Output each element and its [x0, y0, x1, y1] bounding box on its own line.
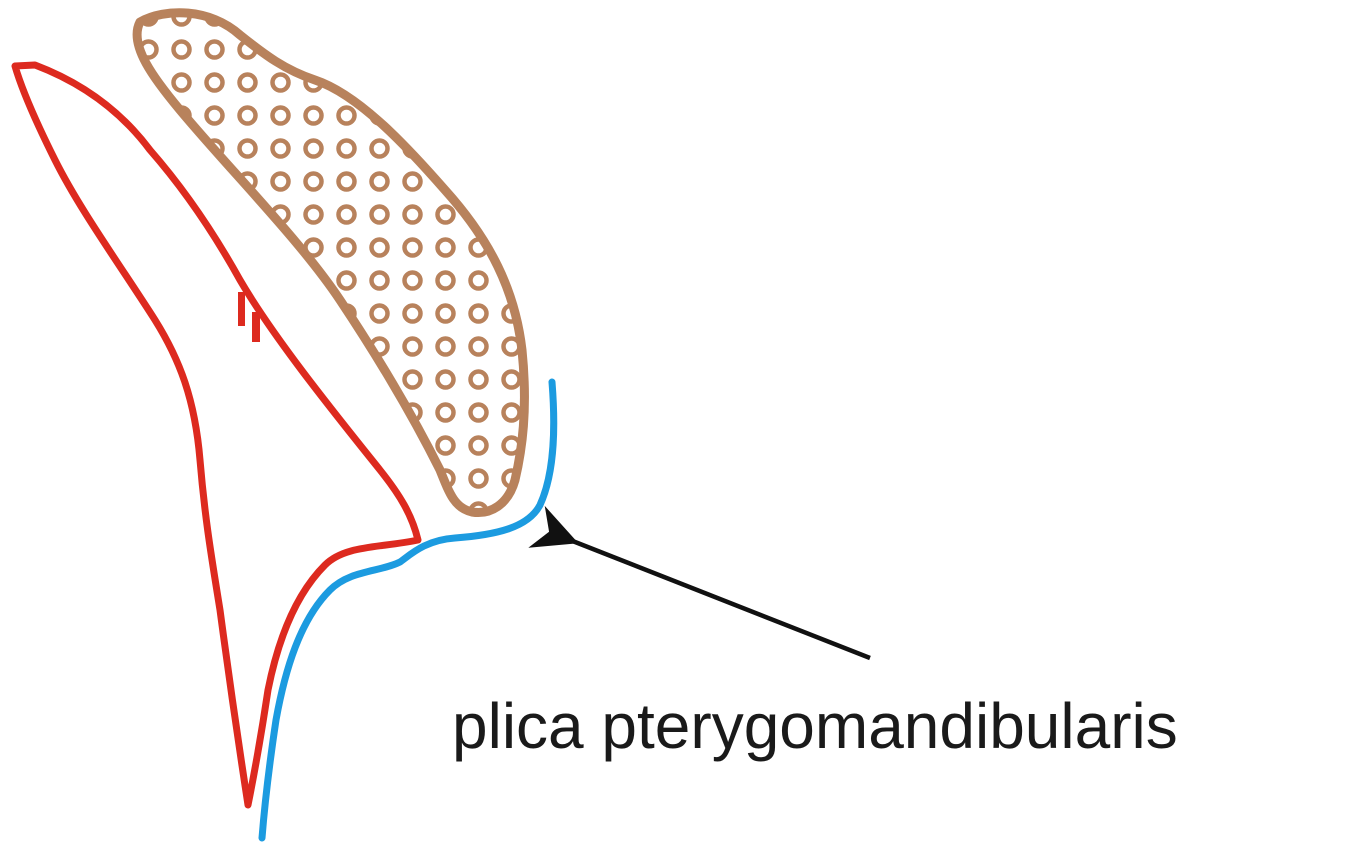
red-tick-mark-2: [252, 312, 260, 342]
pointer-arrow: [570, 540, 870, 658]
red-tick-mark: [238, 292, 245, 326]
structure-label: plica pterygomandibularis: [452, 690, 1178, 762]
